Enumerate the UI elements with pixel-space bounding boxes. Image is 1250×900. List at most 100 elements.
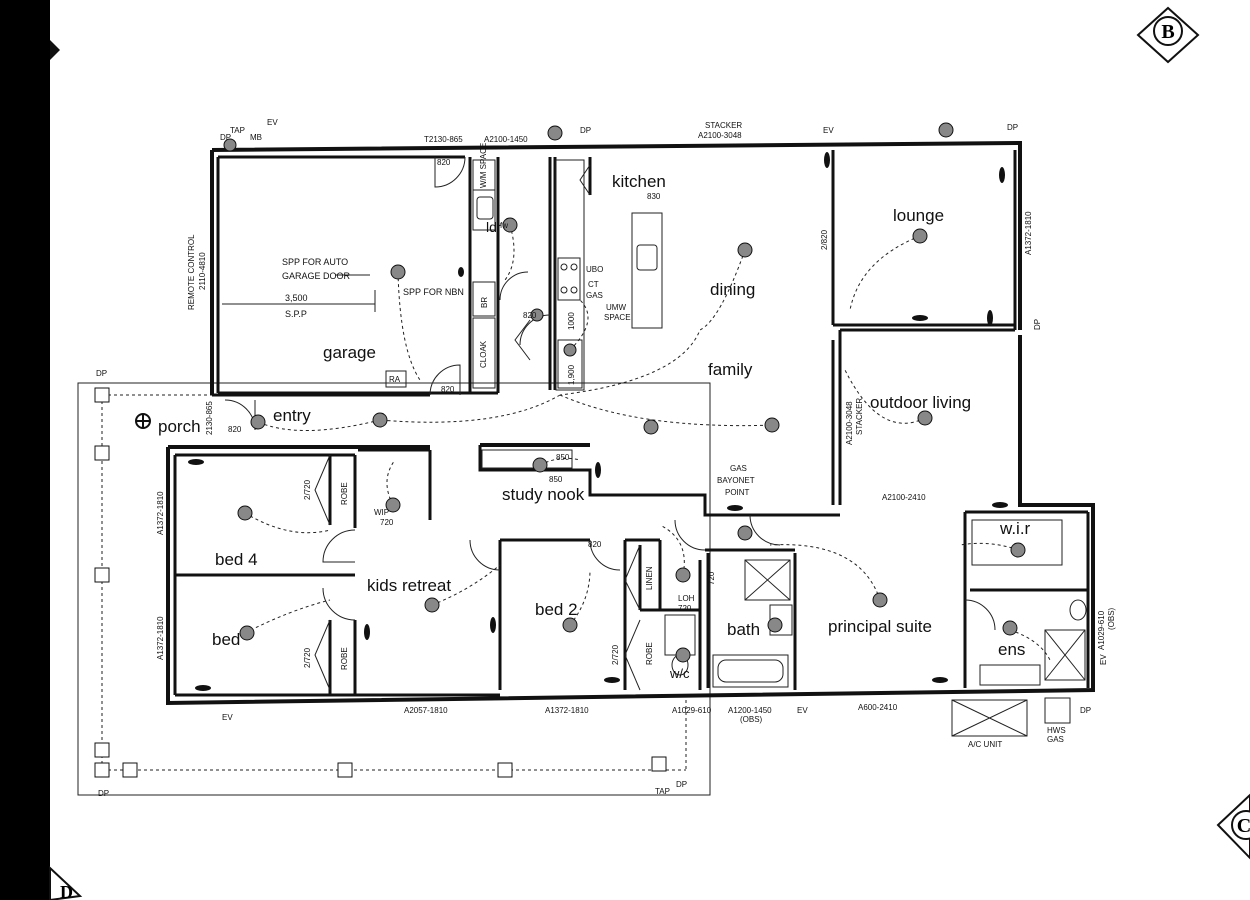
room-label-principal-suite: principal suite	[828, 617, 932, 636]
label-a1372-l: A1372-1810	[156, 491, 165, 535]
section-marker-d: D	[49, 865, 83, 900]
label-ev-top: EV	[267, 118, 278, 127]
label-fw: fw	[500, 221, 508, 230]
porch-light-icon	[135, 413, 151, 429]
label-ra: RA	[389, 375, 401, 384]
label-ev-top2: EV	[823, 126, 834, 135]
label-3500: 3,500	[285, 293, 308, 303]
label-a1029-v: A1029-610	[1097, 610, 1106, 650]
label-820c: 820	[523, 311, 537, 320]
ceiling-lights	[223, 122, 1026, 663]
label-2-720a: 2/720	[303, 479, 312, 500]
room-label-entry: entry	[273, 406, 311, 425]
label-loh: LOH	[678, 594, 695, 603]
label-a1372-l2: A1372-1810	[156, 616, 165, 660]
label-a2100-3048: A2100-3048	[698, 131, 742, 140]
label-bayonet: BAYONET	[717, 476, 755, 485]
label-a2100-3048-v: A2100-3048	[845, 401, 854, 445]
label-dp-tl: DP	[220, 133, 231, 142]
label-spp-auto: SPP FOR AUTO	[282, 257, 348, 267]
label-a2057: A2057-1810	[404, 706, 448, 715]
label-820-porch: 820	[228, 425, 242, 434]
door-swings	[224, 156, 996, 691]
label-spp: S.P.P	[285, 309, 307, 319]
label-robe: ROBE	[340, 482, 349, 505]
label-dp-bot: DP	[1080, 706, 1091, 715]
room-label-wc: w/c	[669, 666, 690, 681]
label-720b: 720	[678, 604, 692, 613]
label-garage-door: GARAGE DOOR	[282, 271, 351, 281]
label-a600: A600-2410	[858, 703, 898, 712]
label-ubo: UBO	[586, 265, 603, 274]
marker-c-label: C	[1237, 815, 1250, 837]
marker-d-label: D	[60, 882, 73, 900]
label-a1372-r: A1372-1810	[1024, 211, 1033, 255]
label-wip: WIP	[374, 508, 389, 517]
room-label-dining: dining	[710, 280, 755, 299]
label-stacker-v: STACKER	[855, 398, 864, 435]
label-dp-bl: DP	[98, 789, 109, 798]
section-marker-b: B	[1136, 6, 1200, 64]
room-label-bed: bed	[212, 630, 240, 649]
room-label-bed4: bed 4	[215, 550, 258, 569]
label-tap-top: TAP	[230, 126, 245, 135]
label-space: SPACE	[604, 313, 631, 322]
label-hws: HWS	[1047, 726, 1066, 735]
room-label-kitchen: kitchen	[612, 172, 666, 191]
edge-arrow-icon	[50, 40, 60, 60]
label-1900: 1,900	[567, 364, 576, 385]
rotated-annotations: REMOTE CONTROL 2110-4810 CLOAK BR W/M SP…	[156, 143, 1116, 670]
section-marker-c: C	[1216, 793, 1250, 860]
fixtures	[222, 159, 1087, 737]
label-720a: 720	[380, 518, 394, 527]
room-label-porch: porch	[158, 417, 201, 436]
label-2-820: 2/820	[820, 229, 829, 250]
label-br: BR	[480, 297, 489, 308]
label-a2100-1450: A2100-1450	[484, 135, 528, 144]
label-830: 830	[647, 192, 661, 201]
room-label-ens: ens	[998, 640, 1025, 659]
label-obs: (OBS)	[740, 715, 763, 724]
label-tap-bot: TAP	[655, 787, 670, 796]
label-720c: 720	[707, 571, 716, 585]
label-820d: 820	[588, 540, 602, 549]
label-dp-left: DP	[96, 369, 107, 378]
light-wiring	[244, 224, 1051, 661]
label-mb: MB	[250, 133, 262, 142]
label-820b: 820	[441, 385, 455, 394]
outer-walls	[166, 140, 1095, 706]
left-black-margin	[0, 0, 50, 900]
label-dp-top: DP	[580, 126, 591, 135]
label-robe2: ROBE	[340, 647, 349, 670]
annotations: TAP MB DP EV T2130-865 A2100-1450 DP STA…	[96, 118, 1091, 798]
label-820a: 820	[437, 158, 451, 167]
room-label-family: family	[708, 360, 753, 379]
label-stacker-top: STACKER	[705, 121, 742, 130]
room-label-lounge: lounge	[893, 206, 944, 225]
label-dp-r: DP	[1033, 319, 1042, 330]
label-ev-bot2: EV	[797, 706, 808, 715]
label-ac-unit: A/C UNIT	[968, 740, 1002, 749]
label-1000: 1000	[567, 312, 576, 330]
label-2110-4810: 2110-4810	[198, 252, 207, 290]
label-t2130: T2130-865	[424, 135, 463, 144]
label-umw: UMW	[606, 303, 626, 312]
porch-posts	[94, 387, 667, 778]
label-gas2: GAS	[1047, 735, 1064, 744]
room-label-study-nook: study nook	[502, 485, 585, 504]
label-gas: GAS	[586, 291, 603, 300]
room-label-wir: w.i.r	[999, 519, 1031, 538]
label-850a: 850	[556, 453, 570, 462]
label-point: POINT	[725, 488, 750, 497]
label-2130-865: 2130-865	[205, 401, 214, 435]
label-a1029: A1029-610	[672, 706, 712, 715]
label-a1372-bot: A1372-1810	[545, 706, 589, 715]
label-a2100-2410: A2100-2410	[882, 493, 926, 502]
label-cloak: CLOAK	[479, 340, 488, 368]
marker-b-label: B	[1161, 21, 1174, 43]
label-ev-bot: EV	[222, 713, 233, 722]
label-wm-space: W/M SPACE	[479, 143, 488, 188]
room-label-bath: bath	[727, 620, 760, 639]
label-2-720c: 2/720	[611, 644, 620, 665]
